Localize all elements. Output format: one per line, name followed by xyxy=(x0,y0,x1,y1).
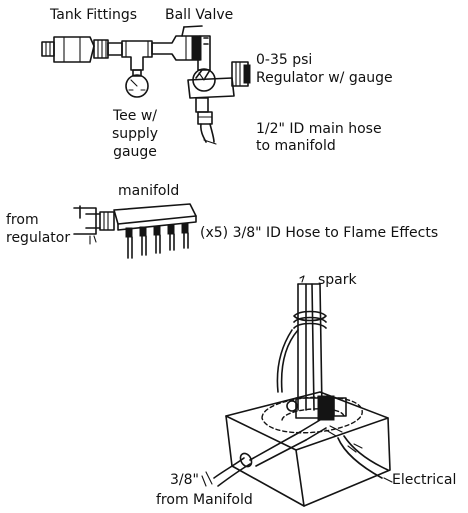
from-regulator-label-line2: regulator xyxy=(6,230,71,246)
manifold-icon xyxy=(73,203,197,259)
tee-label-line2: supply xyxy=(111,126,159,142)
regulator-label-line2: Regulator w/ gauge xyxy=(256,70,393,86)
manifold-label: manifold xyxy=(118,183,180,199)
tank-fittings-label: Tank Fittings xyxy=(50,7,138,23)
tee-label-line3: gauge xyxy=(113,144,157,160)
tank-fittings-icon xyxy=(41,36,123,63)
pressure-gauge-icon xyxy=(125,69,149,98)
electrical-wires-icon xyxy=(337,435,393,483)
from-manifold-label-line1: 3/8" xyxy=(170,472,199,488)
regulator-label-line1: 0-35 psi xyxy=(256,52,313,68)
from-manifold-label-line2: from Manifold xyxy=(156,492,253,508)
tee-label-line1: Tee w/ xyxy=(112,108,158,124)
from-regulator-label-line1: from xyxy=(6,212,39,228)
main-hose-icon xyxy=(197,111,217,145)
inlet-hose-icon xyxy=(201,452,253,487)
ball-valve-icon xyxy=(151,25,203,61)
flame-hoses-label: (x5) 3/8" ID Hose to Flame Effects xyxy=(200,225,439,241)
main-hose-label-line1: 1/2" ID main hose xyxy=(256,121,382,137)
ball-valve-label: Ball Valve xyxy=(165,7,234,23)
burner-box-icon xyxy=(225,391,391,507)
main-hose-label-line2: to manifold xyxy=(256,138,336,154)
spark-label: spark xyxy=(318,272,357,288)
electrical-label: Electrical xyxy=(392,472,457,488)
spark-igniter-icon xyxy=(276,275,327,411)
tee-fitting-icon xyxy=(121,40,153,71)
